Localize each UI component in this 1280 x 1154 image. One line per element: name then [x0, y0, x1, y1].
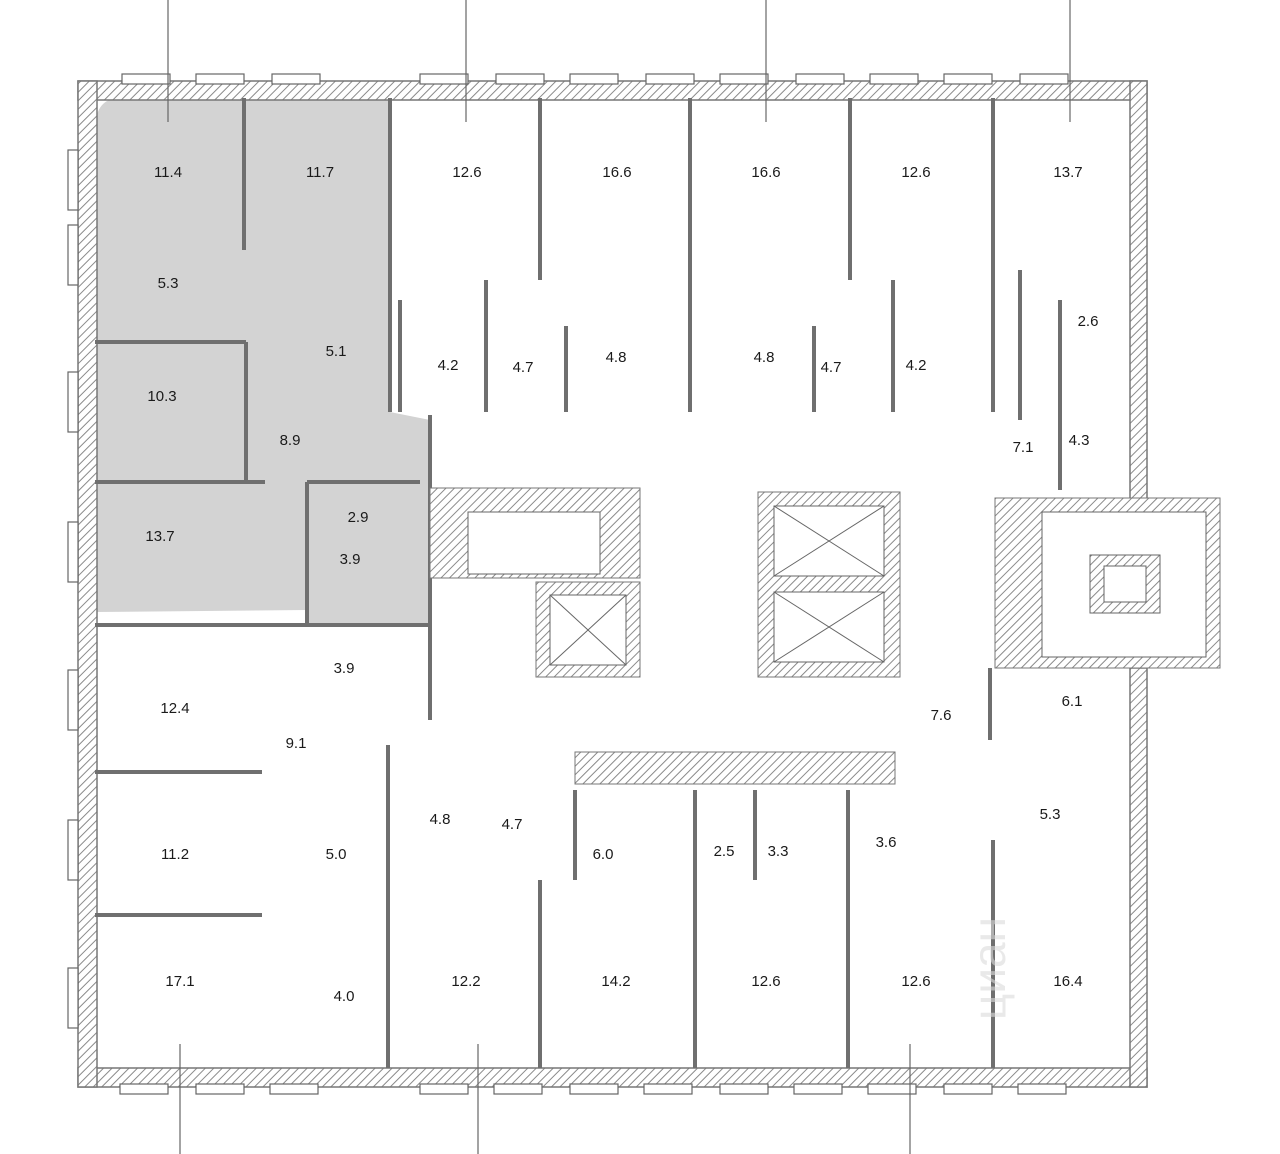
exterior-walls [77, 80, 1148, 1088]
room-area-label: 3.9 [340, 551, 361, 568]
room-area-label: 11.7 [306, 164, 334, 181]
watermark: циан [963, 917, 1015, 1020]
room-area-label: 13.7 [1053, 164, 1082, 181]
room-area-label: 11.4 [154, 164, 182, 181]
room-area-label: 16.6 [751, 164, 780, 181]
room-area-label: 5.1 [326, 343, 347, 360]
room-area-label: 4.7 [821, 359, 842, 376]
room-area-label: 17.1 [165, 973, 194, 990]
room-area-label: 4.7 [513, 359, 534, 376]
room-area-label: 9.1 [286, 735, 307, 752]
room-area-label: 4.7 [502, 816, 523, 833]
room-area-label: 5.0 [326, 846, 347, 863]
windows [67, 73, 1069, 1095]
room-area-label: 4.0 [334, 988, 355, 1005]
axis-lines [167, 0, 1071, 1154]
room-area-label: 3.6 [876, 834, 897, 851]
room-area-label: 16.4 [1053, 973, 1082, 990]
room-area-label: 16.6 [602, 164, 631, 181]
room-area-label: 12.6 [901, 164, 930, 181]
room-area-label: 3.3 [768, 843, 789, 860]
interior-walls [95, 98, 1062, 1068]
highlighted-apartment [95, 98, 430, 625]
room-area-label: 12.2 [451, 973, 480, 990]
room-area-label: 14.2 [601, 973, 630, 990]
room-area-label: 2.6 [1078, 313, 1099, 330]
room-area-label: 5.3 [1040, 806, 1061, 823]
room-area-label: 4.8 [606, 349, 627, 366]
room-area-label: 7.1 [1013, 439, 1034, 456]
room-labels: 11.4 11.7 5.3 5.1 10.3 8.9 2.9 13.7 3.9 12.6 16.6 4… [145, 164, 1098, 1005]
room-area-label: 2.9 [348, 509, 369, 526]
room-area-label: 6.1 [1062, 693, 1083, 710]
room-area-label: 4.3 [1069, 432, 1090, 449]
room-area-label: 11.2 [161, 846, 189, 863]
room-area-label: 6.0 [593, 846, 614, 863]
room-area-label: 3.9 [334, 660, 355, 677]
room-area-label: 4.8 [754, 349, 775, 366]
room-area-label: 12.6 [901, 973, 930, 990]
room-area-label: 10.3 [147, 388, 176, 405]
room-area-label: 12.6 [452, 164, 481, 181]
room-area-label: 13.7 [145, 528, 174, 545]
room-area-label: 5.3 [158, 275, 179, 292]
room-area-label: 8.9 [280, 432, 301, 449]
room-area-label: 4.2 [438, 357, 459, 374]
room-area-label: 4.2 [906, 357, 927, 374]
room-area-label: 12.6 [751, 973, 780, 990]
elevator-shafts [429, 487, 1221, 785]
room-area-label: 12.4 [160, 700, 189, 717]
room-area-label: 4.8 [430, 811, 451, 828]
room-area-label: 2.5 [714, 843, 735, 860]
room-area-label: 7.6 [931, 707, 952, 724]
